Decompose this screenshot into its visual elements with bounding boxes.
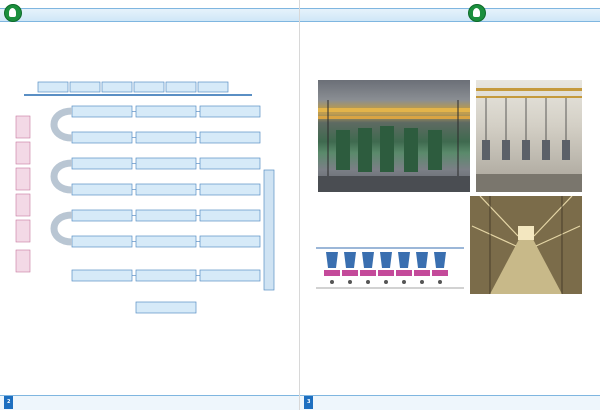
conveyor-vertical	[263, 169, 275, 291]
flow-box	[71, 157, 133, 170]
left-footer: 2	[0, 395, 300, 410]
u-turn-connector	[50, 159, 73, 194]
flow-box	[71, 105, 133, 118]
left-page: 2	[0, 0, 300, 410]
side-stage-label	[15, 167, 31, 191]
flow-box	[135, 183, 197, 196]
process-flowchart	[14, 80, 276, 336]
flow-box	[199, 183, 261, 196]
flow-box	[71, 183, 133, 196]
top-process-box	[165, 81, 197, 93]
side-stage-label	[15, 115, 31, 139]
flow-box	[135, 269, 197, 282]
header-right	[300, 0, 600, 26]
top-process-box	[133, 81, 165, 93]
side-stage-label	[15, 141, 31, 165]
flow-box	[199, 235, 261, 248]
header	[0, 0, 300, 26]
flow-box	[71, 269, 133, 282]
top-process-box	[197, 81, 229, 93]
flow-box	[135, 209, 197, 222]
side-stage-label	[15, 219, 31, 243]
right-footer: 3	[300, 395, 600, 410]
company-logo	[4, 4, 22, 22]
page-number: 3	[304, 396, 314, 409]
top-process-box	[101, 81, 133, 93]
top-connector	[24, 94, 252, 96]
flow-box	[135, 157, 197, 170]
u-turn-connector	[50, 211, 73, 246]
flow-box	[199, 269, 261, 282]
photo-pretreatment-line-overview	[318, 80, 470, 192]
top-process-box	[37, 81, 69, 93]
flow-box	[135, 235, 197, 248]
page-number: 2	[4, 396, 14, 409]
top-process-box	[69, 81, 101, 93]
u-turn-connector	[50, 107, 73, 142]
photo-pretreatment-tunnel	[470, 196, 582, 294]
company-logo	[468, 4, 486, 22]
flow-box	[135, 131, 197, 144]
header-band	[300, 8, 600, 22]
header-band	[0, 8, 300, 22]
side-stage-label	[15, 193, 31, 217]
flow-box	[135, 301, 197, 314]
flow-box	[199, 157, 261, 170]
flow-box	[135, 105, 197, 118]
flow-box	[199, 209, 261, 222]
design-notes	[14, 336, 144, 337]
photo-conveyor-hangers	[476, 80, 582, 192]
flowchart-svg	[15, 81, 275, 314]
flow-box	[71, 131, 133, 144]
side-stage-label	[15, 249, 31, 273]
flow-box	[71, 235, 133, 248]
flow-box	[199, 131, 261, 144]
flow-box	[199, 105, 261, 118]
pretreatment-line-diagram	[312, 238, 468, 296]
flow-box	[71, 209, 133, 222]
